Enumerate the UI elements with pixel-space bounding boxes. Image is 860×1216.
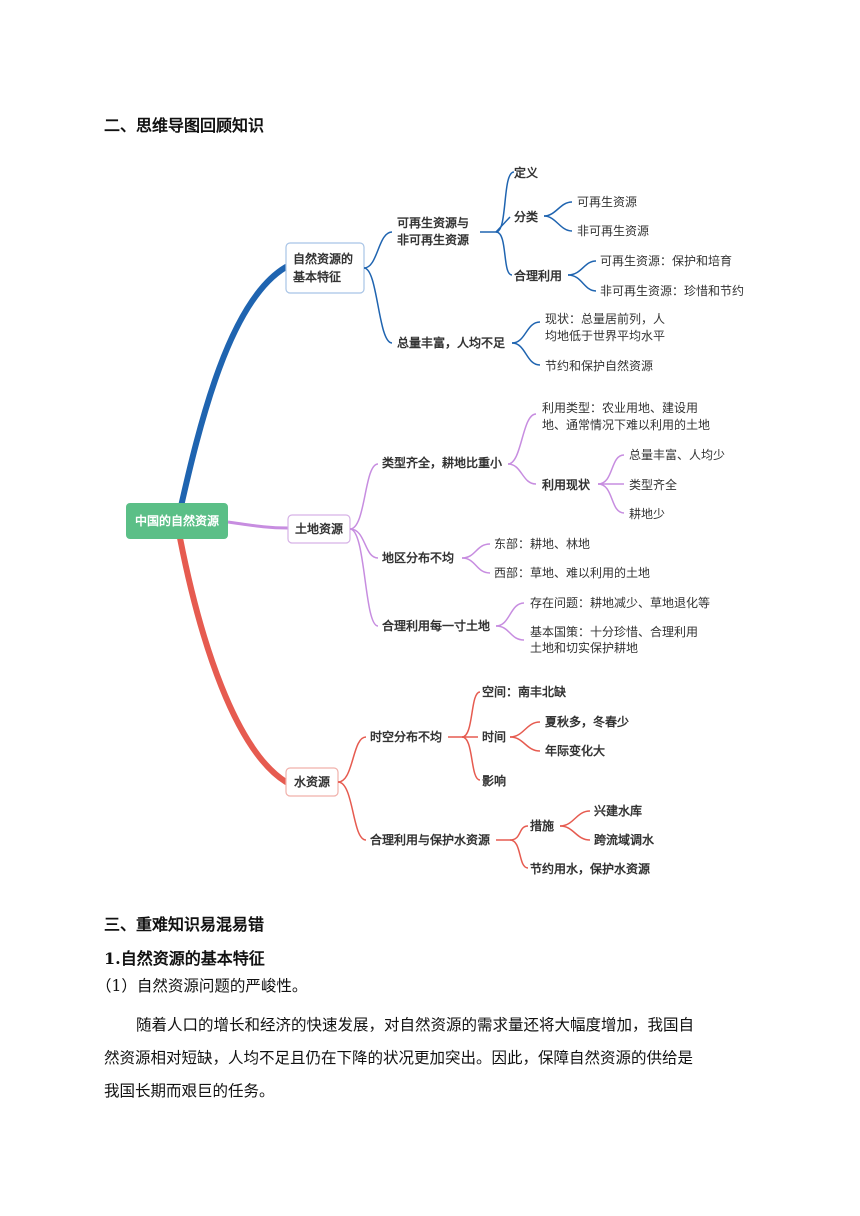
b2-c-2-l2: 土地和切实保护耕地 bbox=[530, 640, 638, 655]
connector bbox=[567, 274, 597, 292]
b3-a-time-1: 夏秋多，冬春少 bbox=[545, 714, 629, 729]
connector bbox=[559, 810, 591, 827]
connector bbox=[461, 557, 491, 574]
connector bbox=[509, 721, 541, 738]
b3-a-time-2: 年际变化大 bbox=[545, 743, 605, 758]
paragraph-line-2: 然资源相对短缺，人均不足且仍在下降的状况更加突出。因此，保障自然资源的供给是 bbox=[104, 1049, 694, 1067]
branch1-node bbox=[285, 242, 365, 294]
b1-a-class: 分类 bbox=[514, 209, 539, 224]
b2-c-2-l1: 基本国策：十分珍惜、合理利用 bbox=[530, 624, 698, 639]
branch1-title-l1: 自然资源的 bbox=[293, 251, 353, 266]
connector bbox=[349, 463, 379, 530]
b2-a-status-1: 总量丰富、人均少 bbox=[629, 447, 725, 462]
b1-a-l2: 非可再生资源 bbox=[397, 232, 469, 247]
b3-a-space: 空间：南丰北缺 bbox=[482, 684, 567, 699]
connector bbox=[363, 267, 393, 344]
b2-a-status-3: 耕地少 bbox=[629, 506, 665, 521]
b1-b: 总量丰富，人均不足 bbox=[397, 335, 505, 350]
b3-b: 合理利用与保护水资源 bbox=[370, 832, 490, 847]
b2-a-status: 利用现状 bbox=[542, 477, 591, 492]
connector bbox=[461, 543, 491, 559]
connector bbox=[349, 528, 379, 627]
subsection-title: 1.自然资源的基本特征 bbox=[104, 949, 265, 968]
connector bbox=[507, 463, 537, 485]
b2-c-1: 存在问题：耕地减少、草地退化等 bbox=[530, 595, 710, 610]
branch-line-2 bbox=[227, 520, 289, 530]
b2-a-type-l1: 利用类型：农业用地、建设用 bbox=[542, 401, 698, 415]
paragraph-line-3: 我国长期而艰巨的任务。 bbox=[104, 1082, 275, 1100]
paragraph-line-1: 随着人口的增长和经济的快速发展，对自然资源的需求量还将大幅度增加，我国自 bbox=[136, 1016, 695, 1034]
connector bbox=[349, 528, 379, 559]
connector bbox=[495, 171, 515, 233]
b3-a: 时空分布不均 bbox=[370, 729, 442, 744]
connector bbox=[597, 454, 625, 485]
connector bbox=[363, 231, 393, 269]
branch2-title: 土地资源 bbox=[295, 521, 343, 536]
connector bbox=[337, 736, 367, 783]
b2-a-status-2: 类型齐全 bbox=[629, 477, 677, 492]
connector bbox=[509, 825, 529, 841]
b3-b-measure: 措施 bbox=[530, 818, 554, 833]
b1-a-use: 合理利用 bbox=[514, 268, 562, 283]
b3-b-save: 节约用水，保护水资源 bbox=[530, 861, 650, 876]
connector bbox=[543, 201, 573, 217]
b1-a-class-2: 非可再生资源 bbox=[577, 224, 649, 238]
root-node bbox=[126, 503, 228, 539]
b1-a-class-1: 可再生资源 bbox=[577, 195, 637, 209]
branch3-title: 水资源 bbox=[294, 774, 330, 789]
b1-b-1-l2: 均地低于世界平均水平 bbox=[545, 329, 665, 343]
b1-b-1-l1: 现状：总量居前列，人 bbox=[545, 311, 665, 326]
b2-c: 合理利用每一寸土地 bbox=[382, 618, 490, 633]
root-label: 中国的自然资源 bbox=[135, 513, 219, 528]
section-title-difficulties: 三、重难知识易混易错 bbox=[104, 915, 265, 934]
connector bbox=[495, 602, 525, 627]
b2-b-2: 西部：草地、难以利用的土地 bbox=[494, 565, 650, 580]
branch-line-1 bbox=[175, 264, 289, 523]
b1-b-2: 节约和保护自然资源 bbox=[545, 358, 653, 373]
b2-a: 类型齐全，耕地比重小 bbox=[382, 455, 502, 470]
b2-b-1: 东部：耕地、林地 bbox=[494, 536, 590, 551]
b1-a-use-2: 非可再生资源：珍惜和节约 bbox=[600, 283, 744, 298]
b3-a-time: 时间 bbox=[482, 729, 506, 744]
connector bbox=[495, 231, 513, 276]
item-heading: （1）自然资源问题的严峻性。 bbox=[96, 977, 308, 995]
connector bbox=[509, 839, 529, 869]
b3-b-measure-1: 兴建水库 bbox=[594, 803, 642, 818]
b3-a-effect: 影响 bbox=[482, 773, 506, 788]
connector bbox=[461, 691, 481, 738]
connector bbox=[507, 413, 537, 465]
b1-a-def: 定义 bbox=[514, 165, 539, 180]
b1-a-use-1: 可再生资源：保护和培育 bbox=[600, 253, 732, 268]
b2-a-type-l2: 地、通常情况下难以利用的土地 bbox=[542, 417, 710, 432]
connector bbox=[597, 483, 625, 514]
connector bbox=[495, 216, 511, 233]
connector bbox=[511, 321, 541, 344]
mindmap: 中国的自然资源 自然资源的 基本特征 可再生资源与 非可再生资源 定义 分类 可… bbox=[126, 165, 744, 876]
connector bbox=[511, 342, 541, 366]
b2-b: 地区分布不均 bbox=[382, 550, 454, 565]
b1-a-l1: 可再生资源与 bbox=[397, 215, 469, 230]
connector bbox=[559, 825, 591, 841]
branch-line-3 bbox=[177, 535, 289, 785]
connector bbox=[461, 736, 481, 781]
connector bbox=[337, 781, 367, 841]
connector bbox=[543, 215, 573, 232]
connector bbox=[495, 625, 525, 641]
branch1-title-l2: 基本特征 bbox=[292, 269, 341, 284]
b3-b-measure-2: 跨流域调水 bbox=[594, 832, 655, 847]
connector bbox=[509, 736, 541, 752]
section-title-mindmap: 二、思维导图回顾知识 bbox=[104, 116, 265, 135]
connector bbox=[567, 260, 597, 276]
